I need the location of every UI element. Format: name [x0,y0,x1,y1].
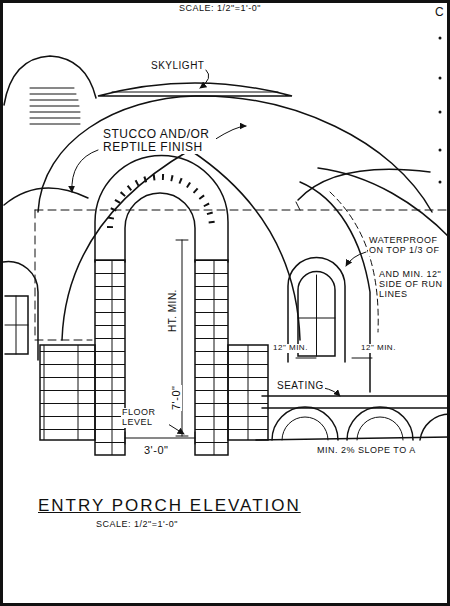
brick-pedestal [228,345,268,440]
callout-note: FLOOR LEVEL [121,408,169,428]
dome-hatching [30,88,80,124]
callout-note: AND MIN. 12" SIDE OF RUN LINES [378,270,446,300]
scale-note: SCALE: 1/2"=1'-0" [178,4,262,14]
brick-pedestal [40,345,95,440]
brick-arch [95,156,228,262]
callout-note: SEATING [276,380,325,391]
callout-note: C [434,6,445,19]
leader-line [346,252,366,266]
callout-note: SKYLIGHT [150,60,205,71]
dimension-line [125,432,195,444]
dome-flare [298,169,430,200]
main-dome [38,96,432,212]
callout-note: WATERPROOF ON TOP 1/3 OF [368,236,446,256]
scale-note: SCALE: 1/2"=1'-0" [95,520,179,530]
margin-dots [439,37,442,184]
dimension-text: 3'-0" [143,444,169,456]
callout-note: MIN. 2% SLOPE TO A [316,446,417,456]
dimension-text: HT. MIN. [167,288,178,333]
callout-note: STUCCO AND/OR REPTILE FINISH [102,128,216,154]
leader-line [200,70,209,88]
leader-line [168,424,184,434]
door-opening [125,193,195,262]
ground-line [256,437,450,440]
buttress [318,168,450,238]
window [5,296,28,354]
dimension-text: 12" MIN. [360,344,397,353]
seating-bench [262,396,450,408]
leader-line [72,150,98,192]
leader-line [324,388,340,396]
dimension-line [296,358,372,359]
dome-flare [4,188,88,205]
skylight [98,83,292,96]
back-dome [4,56,96,105]
window-arch [3,262,38,360]
dimension-text: 7'-0" [170,385,182,411]
drawing-title: ENTRY PORCH ELEVATION [38,496,301,516]
leader-line [214,126,246,140]
bench-arches [272,407,450,440]
brick-jamb [195,260,228,455]
dimension-text: 12" MIN. [272,344,309,353]
